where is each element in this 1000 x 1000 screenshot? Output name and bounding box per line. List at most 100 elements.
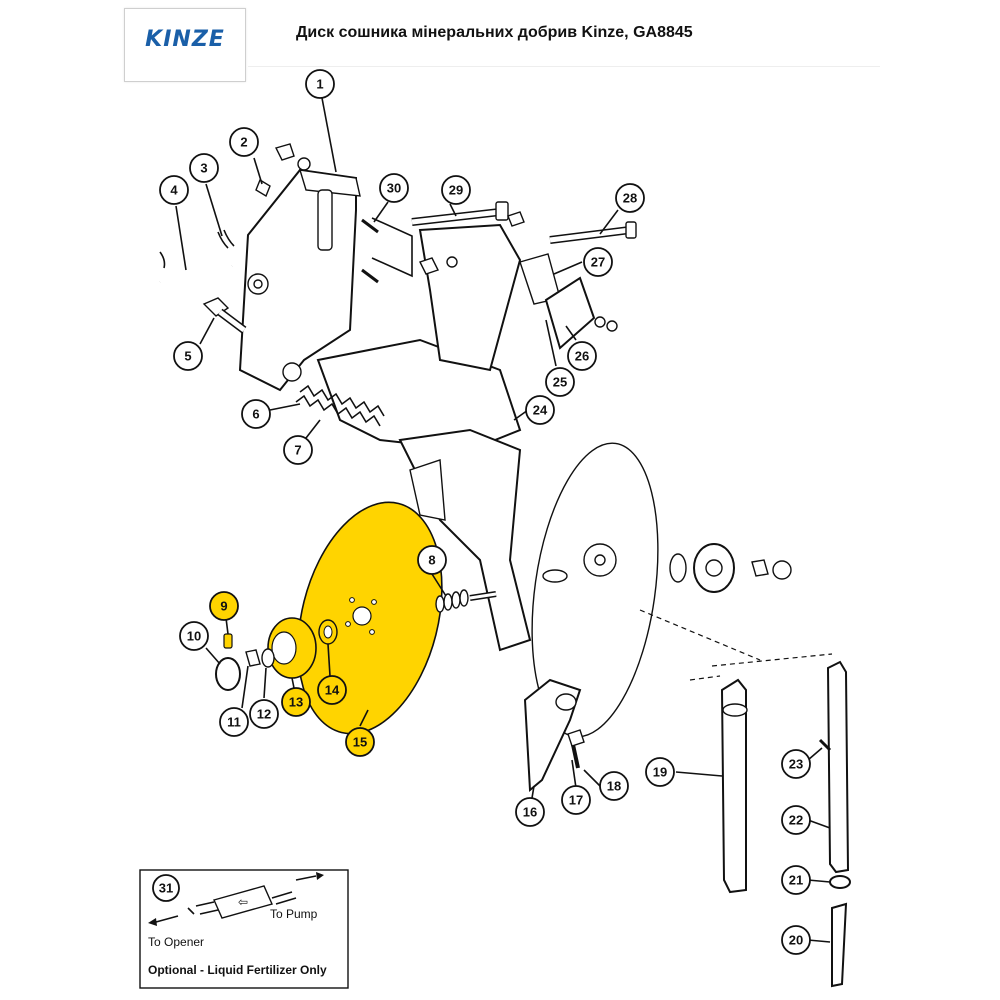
- callout-12: 12: [249, 699, 279, 729]
- callout-26: 26: [567, 341, 597, 371]
- scraper-bracket: [519, 253, 618, 350]
- svg-text:13: 13: [289, 695, 303, 710]
- svg-text:6: 6: [252, 407, 259, 422]
- svg-text:16: 16: [523, 805, 537, 820]
- callout-31: 31: [152, 874, 180, 902]
- hub-13: [267, 617, 317, 679]
- svg-text:8: 8: [428, 553, 435, 568]
- cotter-3: [217, 229, 235, 249]
- spring: [282, 362, 385, 427]
- svg-text:17: 17: [569, 793, 583, 808]
- to-opener-label: To Opener: [148, 935, 204, 949]
- callout-24: 24: [525, 395, 555, 425]
- nut-11: [245, 649, 261, 667]
- callout-18: 18: [599, 771, 629, 801]
- cotter-left: [159, 251, 166, 269]
- boot-16: [523, 678, 582, 793]
- disc-right: [531, 442, 659, 738]
- svg-text:19: 19: [653, 765, 667, 780]
- nozzle-20: [831, 902, 848, 988]
- svg-text:14: 14: [325, 683, 340, 698]
- arrow-to-opener-icon: [155, 915, 179, 923]
- callout-28: 28: [615, 183, 645, 213]
- svg-text:18: 18: [607, 779, 621, 794]
- svg-text:22: 22: [789, 813, 803, 828]
- svg-text:20: 20: [789, 933, 803, 948]
- svg-text:29: 29: [449, 183, 463, 198]
- svg-text:12: 12: [257, 707, 271, 722]
- bolt-30: [361, 217, 413, 284]
- callout-17: 17: [561, 785, 591, 815]
- arrow-to-pump-icon: [295, 875, 317, 881]
- svg-text:4: 4: [170, 183, 178, 198]
- svg-text:26: 26: [575, 349, 589, 364]
- svg-text:24: 24: [533, 403, 548, 418]
- logo-text: KINZE: [145, 27, 225, 52]
- callout-19: 19: [645, 757, 675, 787]
- bolt-29: [411, 201, 525, 227]
- to-pump-label: To Pump: [270, 907, 318, 921]
- shank-arm: [316, 223, 532, 652]
- callout-15: 15: [345, 727, 375, 757]
- callout-11: 11: [219, 707, 249, 737]
- bolt-5: [202, 297, 247, 334]
- valve-arrow-icon: ⇦: [238, 895, 248, 909]
- callout-29: 29: [441, 175, 471, 205]
- assembly-line: [639, 609, 833, 681]
- callout-27: 27: [583, 247, 613, 277]
- tube-22: [826, 660, 850, 874]
- callout-22: 22: [781, 805, 811, 835]
- svg-text:1: 1: [316, 77, 323, 92]
- svg-text:3: 3: [200, 161, 207, 176]
- callout-25: 25: [545, 367, 575, 397]
- svg-text:23: 23: [789, 757, 803, 772]
- callout-1: 1: [305, 69, 335, 99]
- bearing-14: [318, 619, 338, 645]
- hub-right: [669, 543, 792, 593]
- mounting-bracket: [238, 168, 361, 392]
- callout-21: 21: [781, 865, 811, 895]
- callout-5: 5: [173, 341, 203, 371]
- pin-4: [159, 264, 233, 284]
- washer-12: [261, 648, 275, 668]
- callout-16: 16: [515, 797, 545, 827]
- svg-text:28: 28: [623, 191, 637, 206]
- cap-21: [829, 875, 851, 889]
- arrow-to-opener-head-icon: [148, 918, 157, 926]
- inset-note: Optional - Liquid Fertilizer Only: [148, 963, 327, 977]
- spacers-8: [435, 589, 497, 613]
- svg-text:7: 7: [294, 443, 301, 458]
- callout-8: 8: [417, 545, 447, 575]
- svg-text:27: 27: [591, 255, 605, 270]
- svg-text:2: 2: [240, 135, 247, 150]
- callout-7: 7: [283, 435, 313, 465]
- header-divider: [248, 66, 880, 67]
- svg-text:21: 21: [789, 873, 803, 888]
- screw-23: [818, 738, 832, 752]
- svg-text:10: 10: [187, 629, 201, 644]
- svg-text:11: 11: [227, 715, 241, 730]
- arrow-to-pump-head-icon: [316, 872, 324, 880]
- callout-14: 14: [317, 675, 347, 705]
- svg-text:9: 9: [220, 599, 227, 614]
- leader-lines: [175, 97, 831, 943]
- svg-text:25: 25: [553, 375, 567, 390]
- callout-13: 13: [281, 687, 311, 717]
- bolt-18: [567, 729, 585, 769]
- page-title: Диск сошника мінеральних добрив Kinze, G…: [296, 24, 693, 41]
- callout-30: 30: [379, 173, 409, 203]
- callout-23: 23: [781, 749, 811, 779]
- zerk-9: [223, 633, 233, 649]
- logo: KINZE: [124, 8, 246, 82]
- svg-text:15: 15: [353, 735, 367, 750]
- callout-4: 4: [159, 175, 189, 205]
- svg-text:31: 31: [159, 881, 173, 896]
- nut-mid: [419, 256, 458, 275]
- callout-3: 3: [189, 153, 219, 183]
- header: KINZE Диск сошника мінеральних добрив Ki…: [0, 0, 1000, 82]
- cap-10: [215, 657, 241, 691]
- callout-6: 6: [241, 399, 271, 429]
- svg-text:5: 5: [184, 349, 191, 364]
- svg-text:30: 30: [387, 181, 401, 196]
